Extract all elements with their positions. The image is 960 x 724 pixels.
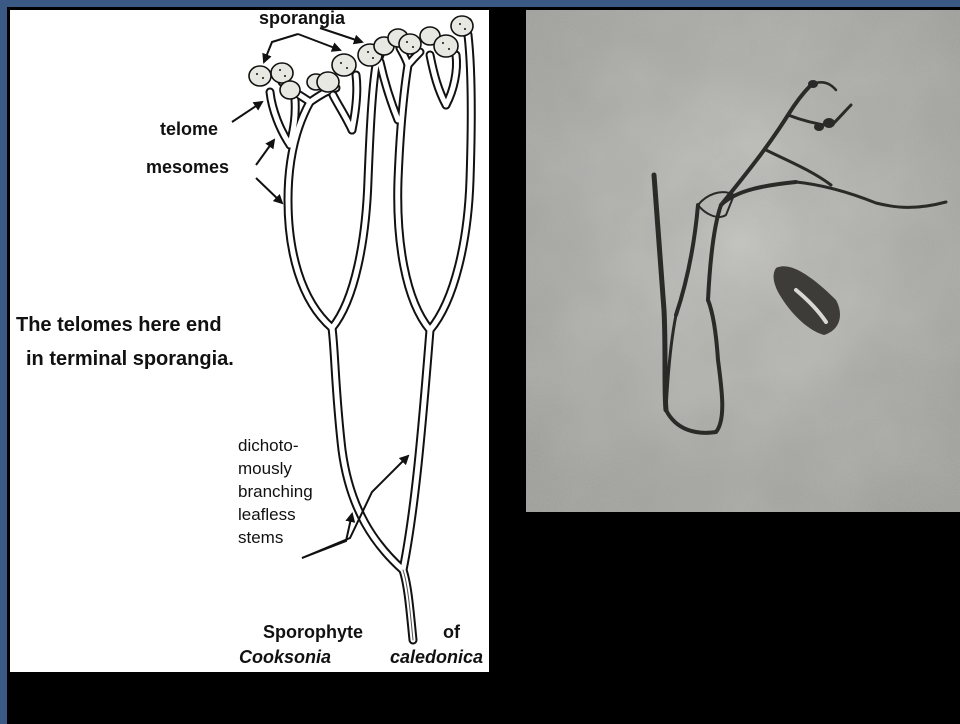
cooksonia-drawing xyxy=(10,10,489,672)
caption-line-2: in terminal sporangia. xyxy=(26,348,234,371)
species-genus: Cooksonia xyxy=(239,647,331,668)
caption-line-1: The telomes here end xyxy=(16,314,222,337)
stems-line: stems xyxy=(238,526,313,549)
diagram-panel: sporangia telome mesomes The telomes her… xyxy=(10,10,489,672)
fossil-photograph xyxy=(526,10,960,512)
label-sporangia: sporangia xyxy=(259,8,345,29)
rock-texture xyxy=(526,10,960,512)
fossil-photo xyxy=(526,10,960,512)
stems-label: dichoto- mously branching leafless stems xyxy=(238,434,313,549)
figure-title-sporophyte: Sporophyte xyxy=(263,622,363,643)
label-telome: telome xyxy=(160,119,218,140)
label-mesomes: mesomes xyxy=(146,157,229,178)
stems-line: dichoto- xyxy=(238,434,313,457)
frame-top-border xyxy=(0,0,960,7)
frame-left-border xyxy=(0,0,7,724)
stems-line: branching xyxy=(238,480,313,503)
species-epithet: caledonica xyxy=(390,647,483,668)
stems-line: mously xyxy=(238,457,313,480)
figure-title-of: of xyxy=(443,622,460,643)
stems-line: leafless xyxy=(238,503,313,526)
